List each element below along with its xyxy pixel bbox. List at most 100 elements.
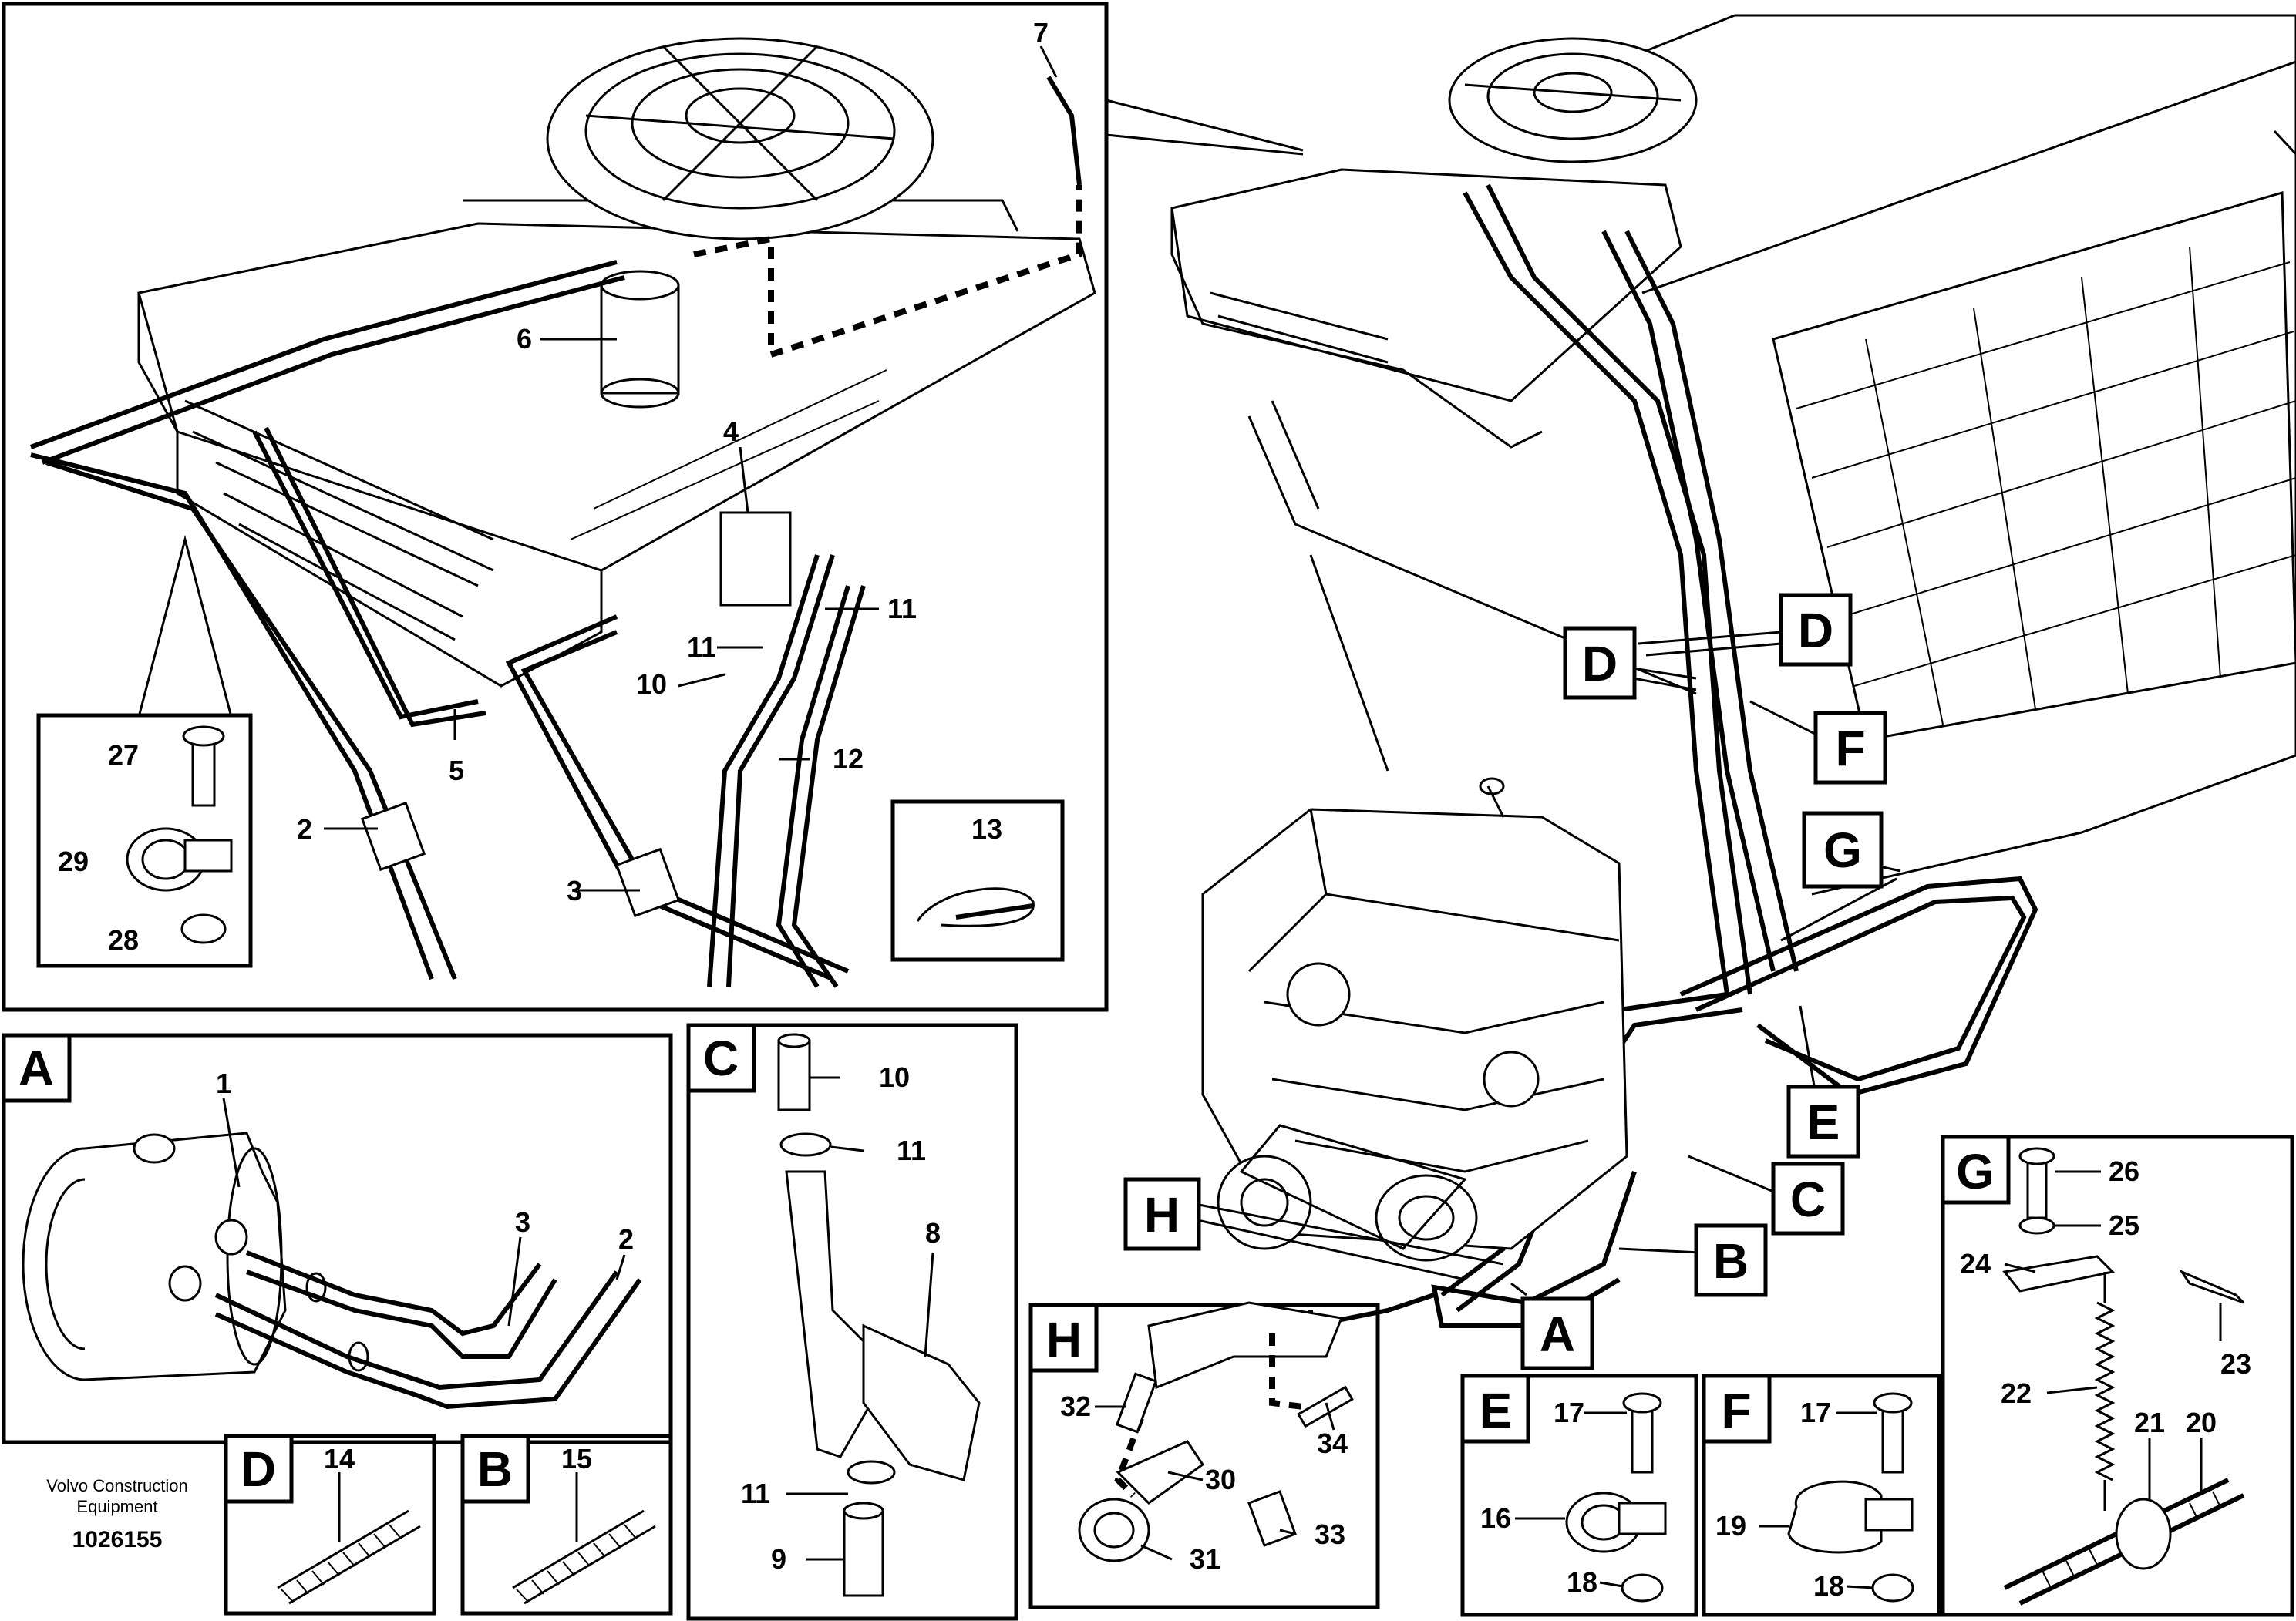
- detail-callout-line: [1106, 99, 1304, 152]
- clamp-inset: [36, 713, 253, 968]
- leader-22: [2046, 1386, 2098, 1394]
- water-valve: [777, 1033, 981, 1597]
- compressor: [22, 1132, 287, 1381]
- part-number-4: 4: [723, 415, 739, 447]
- machine-overview: D D F G E C B H A: [1123, 14, 2296, 1370]
- part-number-13: 13: [971, 813, 1002, 845]
- letter-G: G: [1823, 822, 1862, 878]
- letter-box-E: [1786, 1085, 1860, 1159]
- panel-A: A 1 3 2: [2, 1033, 673, 1444]
- letter-B: B: [1713, 1233, 1749, 1289]
- letter-C: C: [1790, 1172, 1826, 1227]
- condenser-detail-panel: 7 6 4 11 11 10 12 5 2 3 27 29 28 13: [2, 2, 1304, 1012]
- main-leader-lines: [324, 45, 1058, 892]
- panel-C: C 10 11 8 11 9: [686, 1023, 1018, 1621]
- letter-box-C: [1771, 1162, 1845, 1236]
- part-number-25: 25: [2109, 1209, 2139, 1241]
- part-number-29: 29: [58, 846, 89, 877]
- letter-box-D: [1779, 593, 1853, 667]
- part-number-21: 21: [2134, 1407, 2165, 1438]
- refrigerant-pipes: [29, 76, 1082, 988]
- fan-guard: [546, 37, 934, 240]
- part-number-9: 9: [771, 1543, 786, 1575]
- part-number-3: 3: [515, 1206, 530, 1238]
- letter-box-G: [1802, 811, 1884, 889]
- letter-D: D: [1582, 636, 1618, 691]
- part-number-28: 28: [108, 924, 139, 956]
- leader-24: [2004, 1263, 2036, 1273]
- part-number-11: 11: [887, 593, 917, 624]
- part-number-24: 24: [1960, 1248, 1991, 1280]
- part-number-20: 20: [2186, 1407, 2217, 1438]
- part-number-27: 27: [108, 739, 139, 771]
- leader-2: [615, 1254, 626, 1280]
- panel-H: H 32 34 30 33 31: [1028, 1301, 1380, 1609]
- panel-H-letter: H: [1046, 1312, 1082, 1367]
- part-number-14: 14: [324, 1443, 355, 1475]
- leader-18: [1599, 1581, 1624, 1588]
- spiral-wrap: [512, 1509, 656, 1605]
- part-number-26: 26: [2109, 1155, 2139, 1187]
- panel-F-letter: F: [1721, 1383, 1751, 1438]
- dashed-hose: [693, 185, 1082, 359]
- leader-8: [924, 1252, 934, 1357]
- panel-E: E 17 16 18: [1460, 1374, 1698, 1617]
- letter-box-H: [1123, 1177, 1201, 1251]
- detail-callout-line: [1106, 133, 1304, 156]
- letter-box-B: [1694, 1223, 1768, 1297]
- condenser-detail-frame: [2, 2, 1109, 1012]
- clamp-E: [1565, 1392, 1667, 1603]
- leader-1: [222, 1098, 241, 1188]
- panel-D-frame: [224, 1434, 436, 1616]
- panel-E-letter: E: [1480, 1383, 1513, 1438]
- part-number-11: 11: [687, 631, 716, 663]
- leader-3: [507, 1236, 522, 1327]
- part-number-18: 18: [1813, 1570, 1844, 1602]
- part-number-16: 16: [1480, 1502, 1511, 1534]
- part-number-10: 10: [879, 1061, 910, 1093]
- leader-11: [830, 1145, 864, 1152]
- part-number-11: 11: [741, 1478, 770, 1509]
- panel-E-frame: [1460, 1374, 1698, 1617]
- part-number-17: 17: [1800, 1397, 1831, 1428]
- letter-E: E: [1807, 1095, 1840, 1150]
- part-number-34: 34: [1317, 1428, 1348, 1459]
- caption-company-line2: Equipment: [76, 1497, 157, 1516]
- machine-body-outline: [1580, 14, 2296, 896]
- part-number-33: 33: [1315, 1518, 1345, 1550]
- part-number-22: 22: [2001, 1377, 2032, 1409]
- part-number-3: 3: [567, 875, 582, 906]
- leader-34: [1325, 1402, 1335, 1431]
- panel-H-frame: [1028, 1303, 1380, 1609]
- panel-A-frame: [2, 1033, 673, 1444]
- letter-F: F: [1835, 721, 1865, 776]
- panel-G-frame: [1941, 1135, 2294, 1617]
- letter-box-D: [1563, 626, 1637, 700]
- part-number-18: 18: [1567, 1566, 1597, 1598]
- letter-H: H: [1144, 1187, 1180, 1243]
- part-number-32: 32: [1060, 1391, 1091, 1422]
- clamp-F: [1787, 1392, 1914, 1603]
- leader-30: [1167, 1471, 1204, 1481]
- letter-box-A: [1520, 1296, 1594, 1370]
- panel-C-frame: [686, 1023, 1018, 1621]
- part-number-2: 2: [297, 813, 312, 845]
- panel-B-frame: [460, 1434, 673, 1616]
- leader-33: [1279, 1529, 1296, 1535]
- engine: [1201, 777, 1628, 1262]
- panel-B: B 15: [460, 1434, 673, 1616]
- panel-G-letter: G: [1956, 1144, 1995, 1199]
- panel-C-letter: C: [703, 1031, 739, 1086]
- panel-D-letter: D: [241, 1441, 276, 1497]
- part-number-8: 8: [925, 1217, 941, 1249]
- cable-tie-inset: [890, 799, 1065, 962]
- part-number-23: 23: [2220, 1348, 2251, 1380]
- panel-D: D 14: [224, 1434, 436, 1616]
- panel-A-letter: A: [19, 1041, 54, 1096]
- caption-company: Volvo Construction: [46, 1476, 187, 1495]
- part-number-30: 30: [1205, 1464, 1236, 1495]
- part-number-19: 19: [1715, 1510, 1746, 1542]
- caption-block: Volvo Construction Equipment 1026155: [46, 1476, 187, 1552]
- part-number-5: 5: [449, 755, 464, 786]
